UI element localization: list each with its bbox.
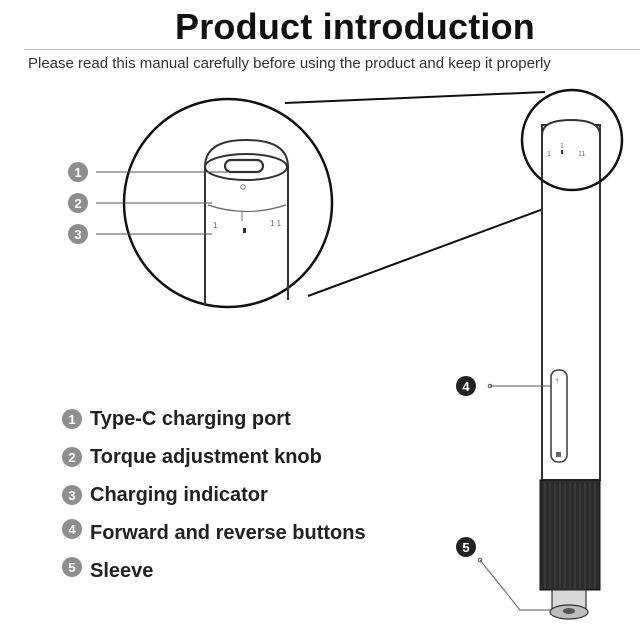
legend-number-5: 5 [62,557,82,577]
legend-item: 1 Type-C charging port [62,400,366,438]
svg-text:1: 1 [547,151,551,158]
page-title: Product introduction [175,6,535,47]
svg-text:3: 3 [74,227,81,242]
svg-text:1: 1 [74,165,81,180]
callout-4: 4 [456,376,551,396]
zoom-magnifier: 1 1 1 [122,97,334,309]
svg-text:1: 1 [213,221,218,230]
legend-number-4: 4 [62,519,82,539]
legend-label-type-c-port: Type-C charging port [90,407,291,430]
screwdriver-pen: 1 1 11 ↑ [539,118,601,620]
callout-3: 3 [68,224,212,244]
callout-2: 2 [68,193,212,213]
title-divider [24,49,640,50]
type-c-port-zoom [223,158,265,174]
callout-5: 5 [456,537,552,611]
legend-label-forward-reverse: Forward and reverse buttons [90,521,366,544]
callout-1: 1 [68,162,228,182]
pen-top-magnifier [520,88,624,192]
legend-label-charging-indicator: Charging indicator [90,483,268,506]
legend-number-3: 3 [62,485,82,505]
svg-text:↑: ↑ [555,376,559,385]
magnifier-connector-top [284,91,546,104]
forward-reverse-buttons [550,369,568,463]
legend-number-1: 1 [62,409,82,429]
legend-item: 4 Forward and reverse buttons [62,514,366,552]
svg-text:2: 2 [74,196,81,211]
svg-text:11: 11 [578,151,585,158]
page-subtitle: Please read this manual carefully before… [28,55,551,72]
legend-label-torque-knob: Torque adjustment knob [90,445,322,468]
legend-item: 2 Torque adjustment knob [62,438,366,476]
svg-text:4: 4 [462,379,470,394]
legend-item: 3 Charging indicator [62,476,366,514]
parts-legend: 1 Type-C charging port 2 Torque adjustme… [62,400,366,590]
legend-number-2: 2 [62,447,82,467]
svg-text:1: 1 [560,143,564,150]
legend-item: 5 Sleeve [62,552,366,590]
svg-text:1 1: 1 1 [270,219,282,228]
svg-text:5: 5 [462,540,469,555]
legend-label-sleeve: Sleeve [90,559,154,582]
